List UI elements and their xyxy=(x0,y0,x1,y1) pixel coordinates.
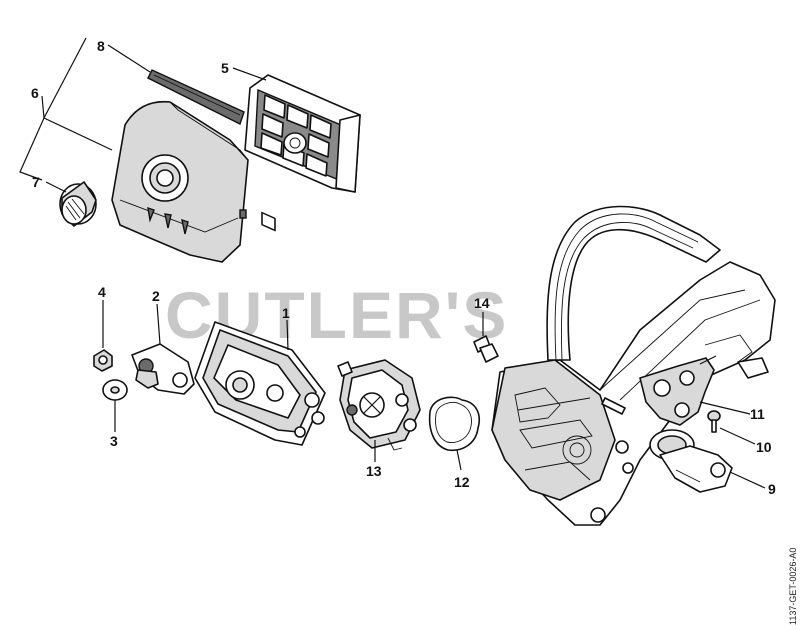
knob-drawing xyxy=(59,181,97,227)
callout-10: 10 xyxy=(756,439,772,455)
fitting-drawing xyxy=(473,335,499,363)
filter-strip-drawing xyxy=(147,69,245,125)
callout-2: 2 xyxy=(152,288,160,304)
callout-8: 8 xyxy=(97,38,105,54)
leader-lines xyxy=(19,37,766,489)
callout-4: 4 xyxy=(98,284,106,300)
callout-14: 14 xyxy=(474,295,490,311)
manifold-drawing xyxy=(649,429,733,493)
callout-5: 5 xyxy=(221,60,229,76)
callout-6: 6 xyxy=(31,85,39,101)
callout-1: 1 xyxy=(282,305,290,321)
washer-drawing xyxy=(102,379,128,401)
drawing-code: 1137-GET-0026-A0 xyxy=(788,548,798,625)
callout-12: 12 xyxy=(454,474,470,490)
air-filter-drawing xyxy=(244,74,361,232)
shroud-drawing xyxy=(111,100,249,263)
flange-drawing xyxy=(639,355,717,426)
filter-base-drawing xyxy=(194,321,326,446)
callout-13: 13 xyxy=(366,463,382,479)
nut-drawing xyxy=(93,349,113,372)
callout-3: 3 xyxy=(110,433,118,449)
gasket-drawing xyxy=(428,396,480,452)
screw-drawing xyxy=(707,410,721,433)
callout-labels: 8 5 6 7 4 2 1 14 3 13 12 11 10 9 xyxy=(31,38,776,497)
carburetor-drawing xyxy=(337,359,421,451)
engine-housing-drawing xyxy=(491,205,776,526)
bracket-drawing xyxy=(131,343,195,395)
callout-9: 9 xyxy=(768,481,776,497)
callout-7: 7 xyxy=(32,174,40,190)
callout-11: 11 xyxy=(750,406,765,422)
